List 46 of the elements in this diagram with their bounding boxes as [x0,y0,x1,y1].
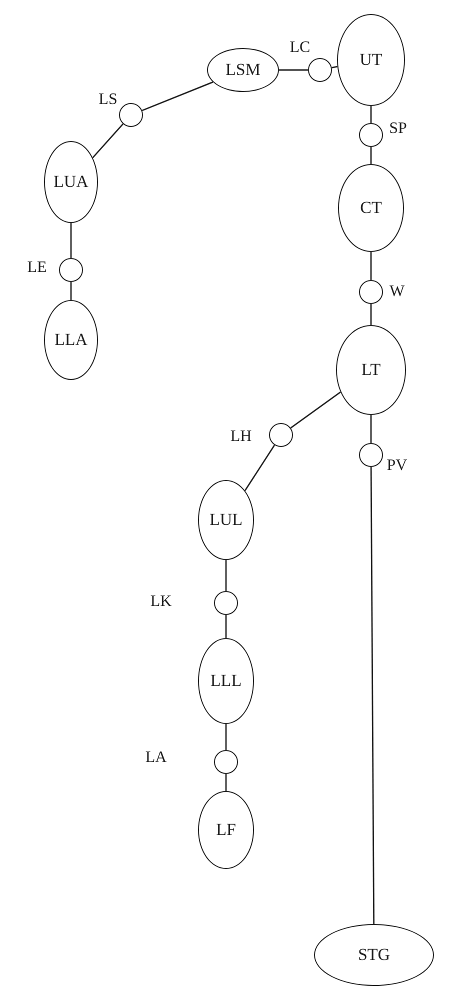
segment-label: LT [361,360,381,380]
connector-line [370,106,372,123]
joint-label: SP [389,120,407,138]
joint-circle [59,258,83,282]
connector-line [70,282,72,300]
joint-circle [214,591,238,615]
segment-label: LUL [209,510,243,530]
connector-line [370,252,372,280]
joint-label: PV [386,457,408,475]
joint-circle [269,423,293,447]
joint-circle [308,58,332,82]
segment-label: CT [360,198,382,218]
connector-line [225,560,227,591]
segment-label: LLL [210,671,242,691]
segment-label: LSM [226,60,260,80]
segment-label: LLA [54,330,88,350]
joint-label: LC [290,39,310,57]
connector-line [70,223,72,258]
joint-label: W [389,283,405,301]
connector-line [370,467,375,924]
segment-ellipse [207,48,279,92]
joint-label: LA [145,749,167,767]
joint-label: LH [230,428,252,446]
connector-line [244,444,276,491]
connector-line [225,774,227,791]
connector-line [370,147,372,164]
connector-line [279,69,308,71]
joint-circle [119,103,143,127]
connector-line [225,724,227,750]
joint-label: LE [27,259,47,277]
connector-line [370,415,372,443]
segment-label: STG [358,945,390,965]
joint-label: LS [98,91,118,109]
joint-label: LK [150,593,172,611]
joint-circle [214,750,238,774]
joint-circle [359,280,383,304]
joint-circle [359,443,383,467]
joint-circle [359,123,383,147]
connector-line [92,123,124,158]
segment-label: LUA [54,172,88,192]
segment-label: LF [216,820,236,840]
connector-line [142,81,214,112]
connector-line [290,391,341,429]
segment-label: UT [360,50,382,70]
connector-line [225,615,227,638]
connector-line [370,304,372,325]
